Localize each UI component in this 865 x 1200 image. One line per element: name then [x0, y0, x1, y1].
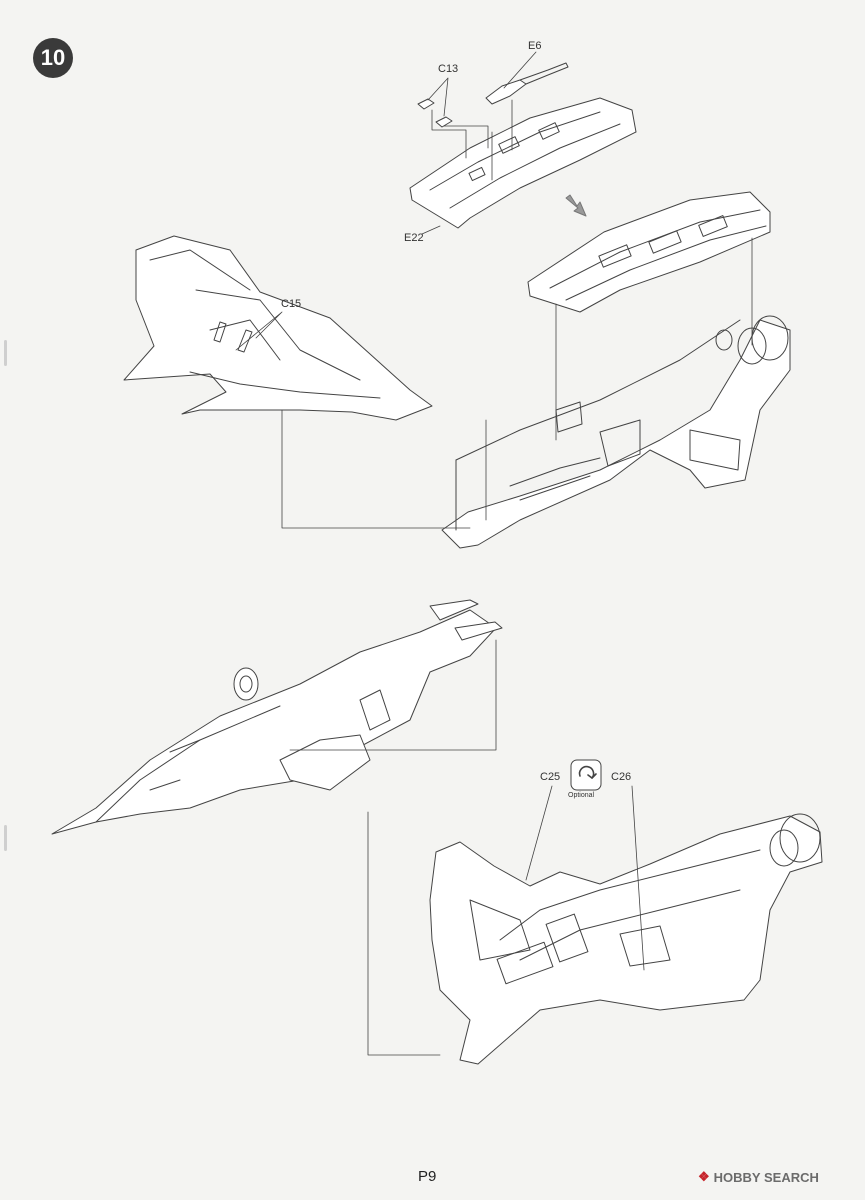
part-c13-pieces — [417, 98, 453, 128]
part-label-e6: E6 — [528, 40, 542, 52]
part-e22-panel — [409, 97, 637, 229]
wing-assembly-c15 — [123, 235, 433, 421]
fuselage-lower-half — [441, 315, 791, 549]
part-label-c15: C15 — [281, 298, 302, 310]
fuselage-side-view — [51, 599, 503, 835]
optional-label: Optional — [568, 792, 595, 799]
final-assembly — [429, 813, 823, 1065]
watermark-logo-icon: ❖ — [698, 1169, 710, 1184]
part-e6-probe — [485, 62, 569, 105]
page-number: P9 — [418, 1168, 437, 1185]
optional-rotate-icon — [570, 759, 602, 791]
part-label-c25: C25 — [540, 771, 561, 783]
part-label-c13: C13 — [438, 63, 459, 75]
watermark: ❖ HOBBY SEARCH — [698, 1169, 819, 1185]
part-label-c26: C26 — [611, 771, 632, 783]
e22-panel-placed — [527, 191, 771, 313]
part-label-e22: E22 — [404, 232, 424, 244]
step-number-badge: 10 — [33, 38, 73, 78]
watermark-text: HOBBY SEARCH — [713, 1169, 819, 1185]
binder-hole — [4, 340, 7, 366]
binder-hole — [4, 825, 7, 851]
